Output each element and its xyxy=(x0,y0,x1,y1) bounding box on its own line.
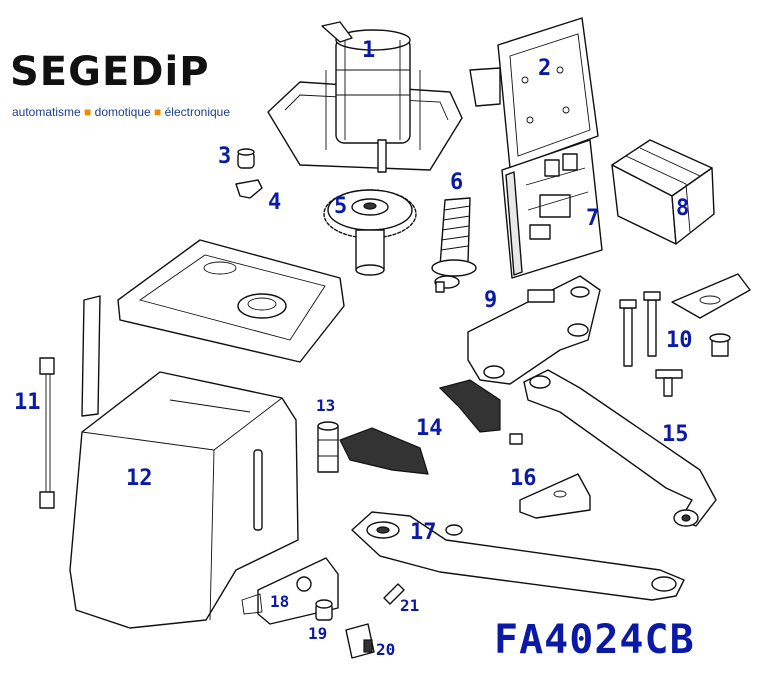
tagline-electronique: électronique xyxy=(164,105,231,119)
part-label-11: 11 xyxy=(14,390,41,415)
tagline-automatisme: automatisme xyxy=(12,105,81,119)
part-16-plate xyxy=(519,473,591,519)
brand-tagline: automatisme ■ domotique ■ électronique xyxy=(12,105,230,119)
part-label-4: 4 xyxy=(268,190,282,215)
part-label-19: 19 xyxy=(308,624,328,643)
part-label-18: 18 xyxy=(270,592,290,611)
part-5-gear xyxy=(323,189,417,276)
small-nut xyxy=(509,433,523,445)
part-label-13: 13 xyxy=(316,396,336,415)
part-label-10: 10 xyxy=(666,328,693,353)
tagline-separator: ■ xyxy=(84,105,92,119)
part-label-1: 1 xyxy=(362,38,376,63)
part-label-17: 17 xyxy=(410,520,437,545)
part-14-segment-gear xyxy=(339,379,501,475)
part-20-key xyxy=(345,623,375,659)
part-label-3: 3 xyxy=(218,144,232,169)
part-label-20: 20 xyxy=(376,640,396,659)
tagline-domotique: domotique xyxy=(94,105,151,119)
part-label-5: 5 xyxy=(334,194,348,219)
part-label-15: 15 xyxy=(662,422,689,447)
tagline-separator: ■ xyxy=(154,105,162,119)
part-4-clip xyxy=(235,179,263,199)
brand-logo: SEGEDiP automatisme ■ domotique ■ électr… xyxy=(8,48,253,126)
part-label-14: 14 xyxy=(416,416,443,441)
part-label-21: 21 xyxy=(400,596,420,615)
part-17-lever-arm xyxy=(351,511,685,601)
part-19-lock-cylinder xyxy=(315,599,333,621)
model-code: FA4024CB xyxy=(494,617,695,663)
part-8-transformer xyxy=(611,139,715,245)
part-21-fuse xyxy=(383,583,405,605)
part-2-mounting-plate xyxy=(469,17,599,169)
part-label-6: 6 xyxy=(450,170,464,195)
part-11-strip xyxy=(81,295,101,417)
part-9-bracket xyxy=(467,275,601,385)
part-label-9: 9 xyxy=(484,288,498,313)
part-10-bolts xyxy=(619,273,751,397)
part-label-2: 2 xyxy=(538,56,552,81)
housing-base xyxy=(117,239,345,363)
part-1-motor xyxy=(267,21,463,173)
part-label-8: 8 xyxy=(676,196,690,221)
part-label-7: 7 xyxy=(586,206,600,231)
part-6-worm-shaft xyxy=(431,197,477,293)
part-11-cable xyxy=(39,357,55,509)
part-label-12: 12 xyxy=(126,466,153,491)
part-7-control-board xyxy=(501,139,603,279)
brand-name: SEGEDiP xyxy=(10,49,210,95)
part-12-cover xyxy=(69,371,299,629)
part-label-16: 16 xyxy=(510,466,537,491)
part-3-cap xyxy=(237,148,255,169)
part-13-latch xyxy=(317,421,339,473)
part-15-arm xyxy=(523,369,717,527)
